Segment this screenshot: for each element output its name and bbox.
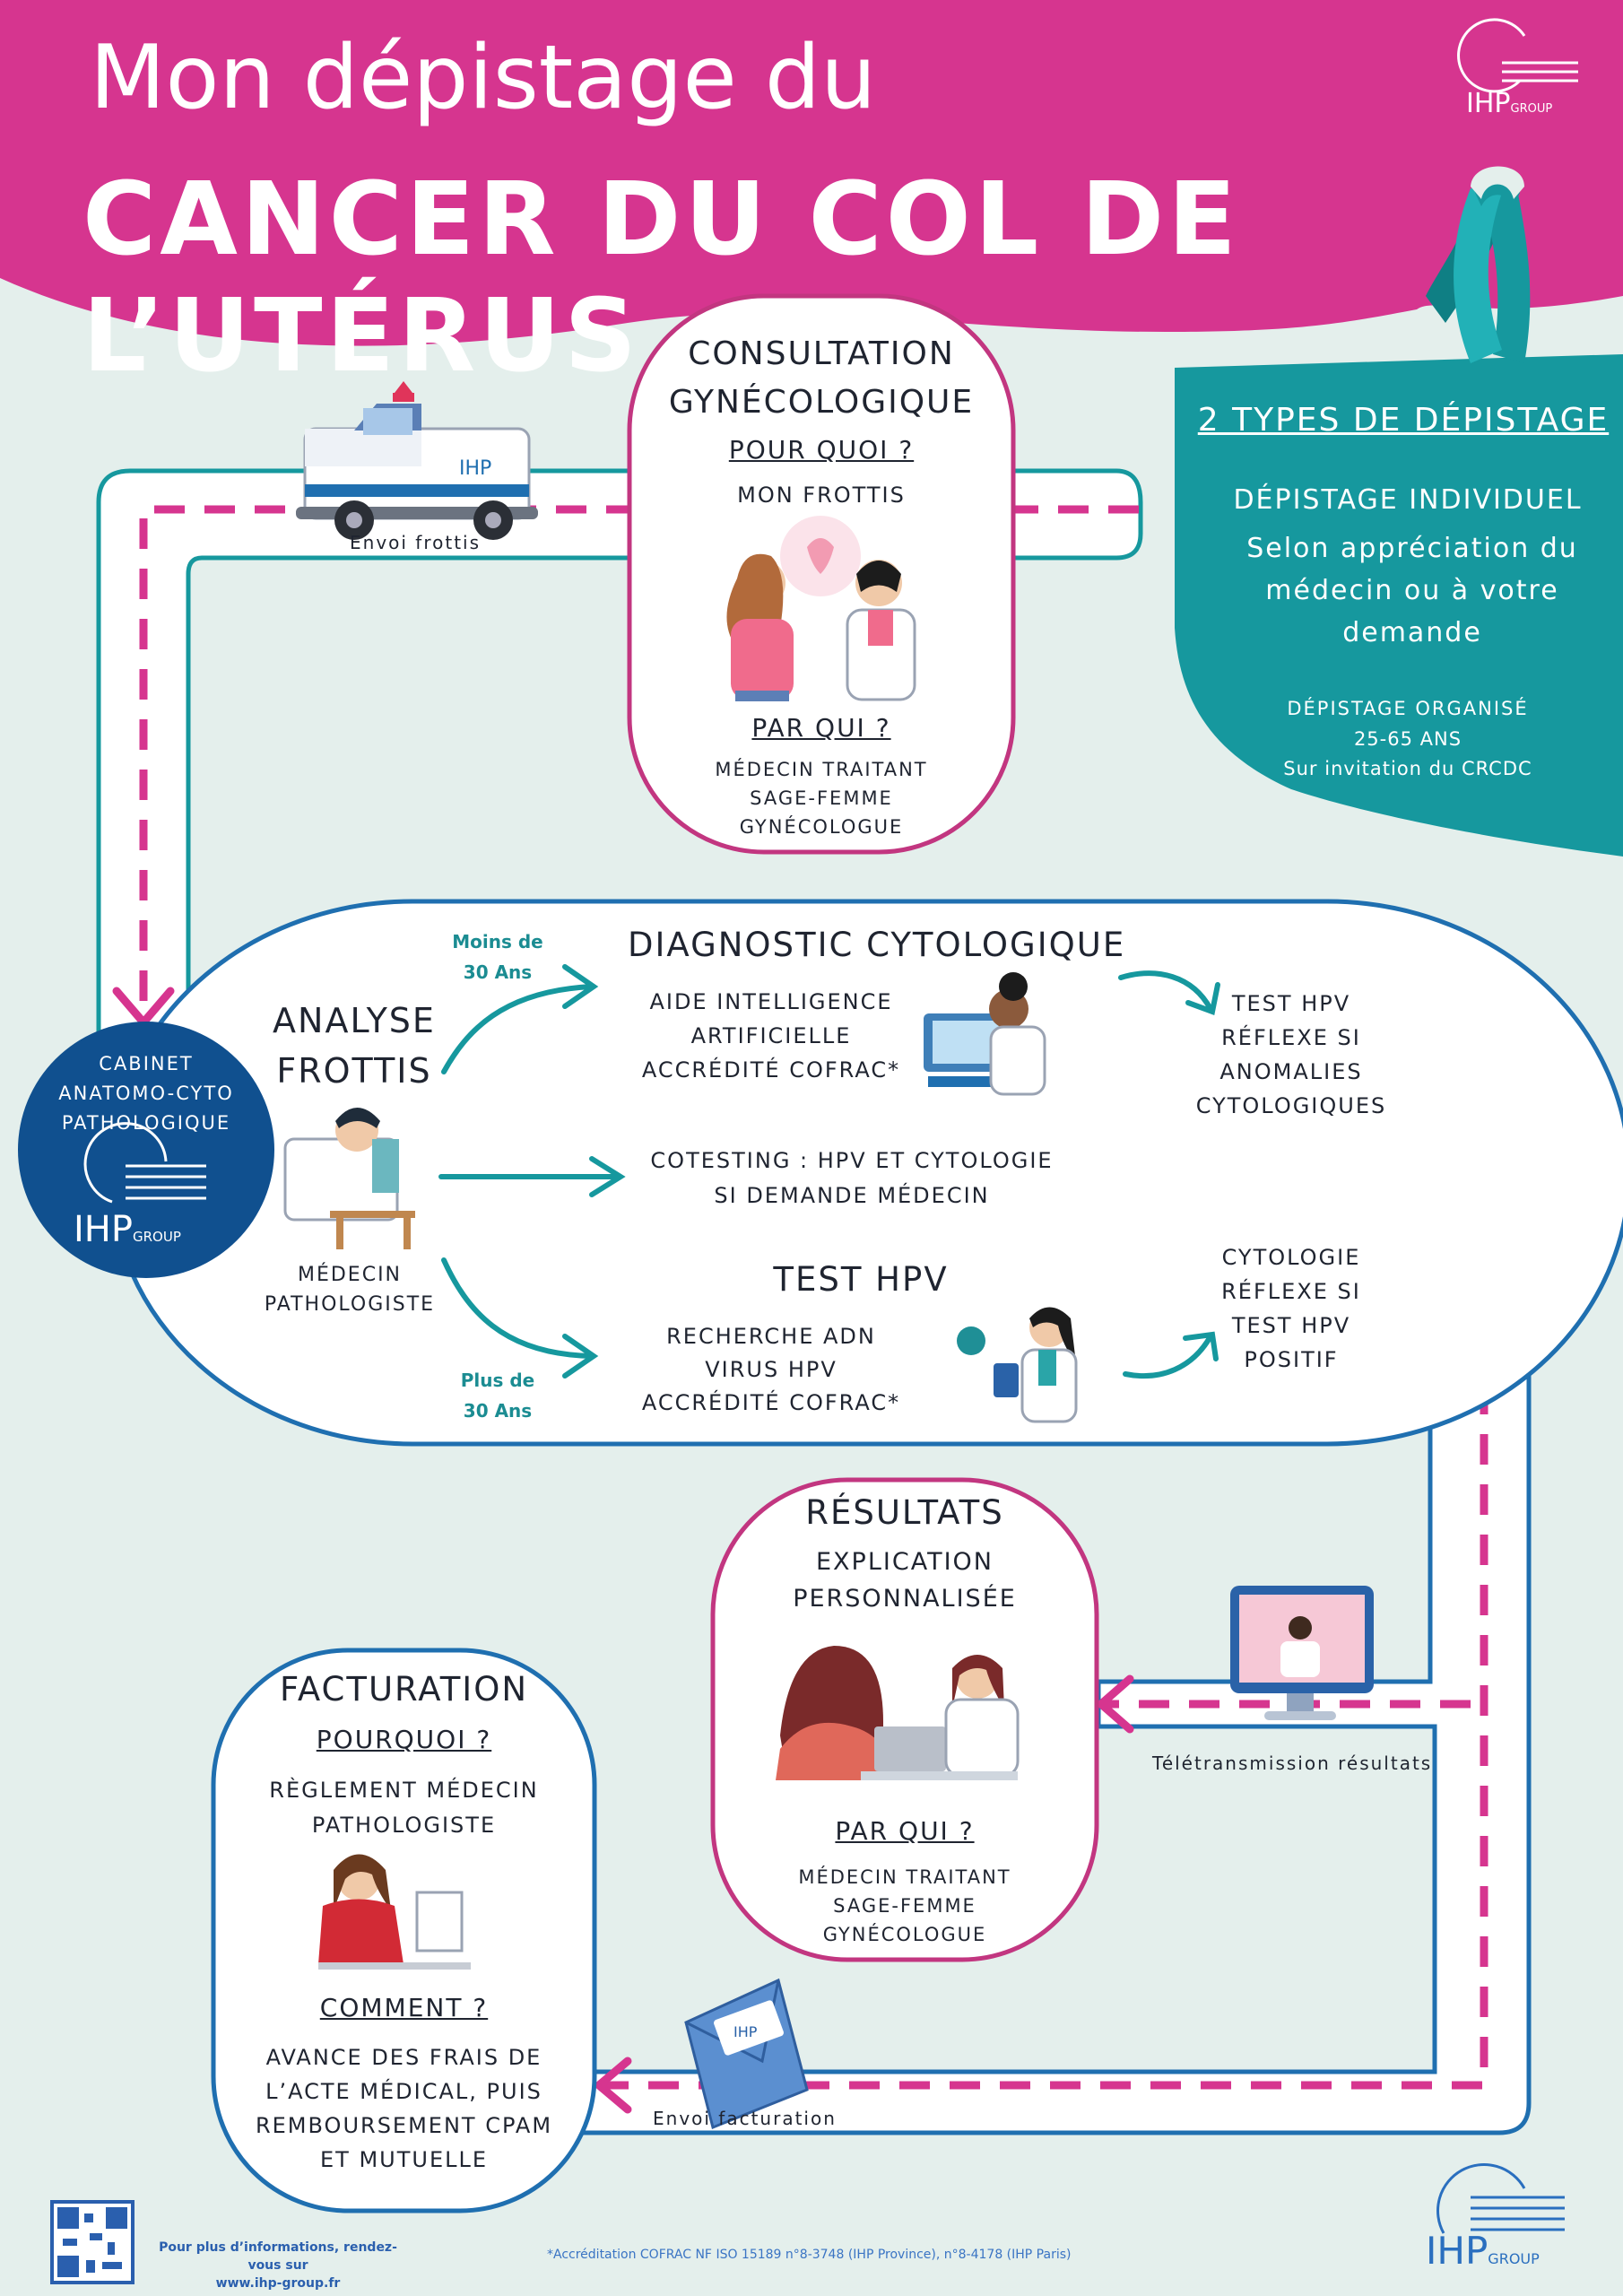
arrow-less30 [441,984,595,1074]
footer-website-link[interactable]: www.ihp-group.fr [215,2276,341,2291]
cyto-scientist-illustration [924,972,1046,1096]
billing-box [211,1648,597,2213]
billing-why-lines: RÈGLEMENT MÉDECIN PATHOLOGISTE [269,1778,539,1838]
truck-label: Envoi frottis [350,532,482,553]
logo-bottom-text: IHPGROUP [1426,2229,1540,2273]
envelope-logo: IHP [733,2023,758,2040]
analysis-who: MÉDECIN PATHOLOGISTE [264,1264,436,1316]
logo-cabinet-mark [83,1122,206,1204]
consultation-who-label: PAR QUI ? [751,713,891,743]
track-top [96,468,1143,1058]
envelope-label: Envoi facturation [653,2108,837,2129]
qr-code [50,2200,135,2284]
results-who-label: PAR QUI ? [835,1816,975,1846]
cyto-title: DIAGNOSTIC CYTOLOGIQUE [628,926,1126,964]
ribbon-icon [1426,166,1531,363]
hpv-title: TEST HPV [773,1260,949,1299]
analysis-title: ANALYSE FROTTIS [273,1001,436,1091]
logo-top-mark [1457,18,1578,93]
cyto-lines: AIDE INTELLIGENCE ARTIFICIELLE ACCRÉDITÉ… [641,989,901,1083]
results-title: RÉSULTATS [805,1493,1004,1532]
arrow-cyto-result [1118,970,1213,1012]
cotest-lines: COTESTING : HPV ET CYTOLOGIE SI DEMANDE … [650,1148,1054,1208]
title-line-1: Mon dépistage du [90,27,877,129]
header-banner [0,0,1623,346]
billing-why-label: POURQUOI ? [316,1725,492,1754]
hpv-result: CYTOLOGIE RÉFLEXE SI TEST HPV POSITIF [1221,1245,1361,1372]
arrow-hpv-result [1123,1334,1213,1379]
cabinet-label: CABINET ANATOMO-CYTO PATHOLOGIQUE [58,1053,234,1134]
logo-top-text: IHPGROUP [1466,88,1553,119]
results-who-values: MÉDECIN TRAITANT SAGE-FEMME GYNÉCOLOGUE [798,1866,1011,1945]
billing-how-label: COMMENT ? [319,1993,489,2022]
monitor-icon [1230,1586,1374,1720]
cabinet-circle [18,1022,274,1278]
types-individual-lines: Selon appréciation du médecin ou à votre… [1246,533,1578,648]
types-organized-lines: 25-65 ANS Sur invitation du CRCDC [1283,728,1532,779]
consultation-why-value: MON FROTTIS [737,483,906,508]
results-illustration [776,1646,1020,1780]
consultation-illustration [726,516,916,701]
cabinet-logo: IHPGROUP [74,1209,181,1250]
truck-logo: IHP [459,457,492,480]
analysis-less30: Moins de 30 Ans [452,931,543,983]
billing-illustration [318,1854,471,1970]
consultation-title: CONSULTATION GYNÉCOLOGIQUE [668,335,975,421]
types-individual-title: DÉPISTAGE INDIVIDUEL [1233,484,1583,516]
billing-title: FACTURATION [279,1670,529,1709]
types-organized-title: DÉPISTAGE ORGANISÉ [1287,698,1529,719]
hpv-lines: RECHERCHE ADN VIRUS HPV ACCRÉDITÉ COFRAC… [641,1324,901,1415]
truck-icon [296,381,538,540]
types-panel-bg [1175,354,1623,857]
title-line-2: CANCER DU COL DE L’UTÉRUS [82,161,1240,395]
logo-bottom-mark [1436,2163,1565,2234]
consultation-why-label: POUR QUOI ? [728,435,915,465]
hpv-scientist-illustration [957,1307,1078,1423]
results-box [710,1477,1099,1962]
analysis-more30: Plus de 30 Ans [460,1370,535,1422]
arrow-more30 [441,1257,595,1359]
footer-info: Pour plus d’informations, rendez-vous su… [148,2239,408,2292]
types-title: 2 TYPES DE DÉPISTAGE [1197,402,1610,439]
consultation-who-values: MÉDECIN TRAITANT SAGE-FEMME GYNÉCOLOGUE [715,759,928,838]
results-lines: EXPLICATION PERSONNALISÉE [793,1548,1017,1613]
footer-accreditation: *Accréditation COFRAC NF ISO 15189 n°8-3… [547,2248,1072,2262]
transmission-label: Télétransmission résultats [1152,1752,1433,1774]
envelope-icon [684,1978,809,2130]
pathologist-illustration [283,1108,415,1249]
billing-how-lines: AVANCE DES FRAIS DE L’ACTE MÉDICAL, PUIS… [255,2045,553,2172]
cyto-result: TEST HPV RÉFLEXE SI ANOMALIES CYTOLOGIQU… [1195,991,1387,1118]
